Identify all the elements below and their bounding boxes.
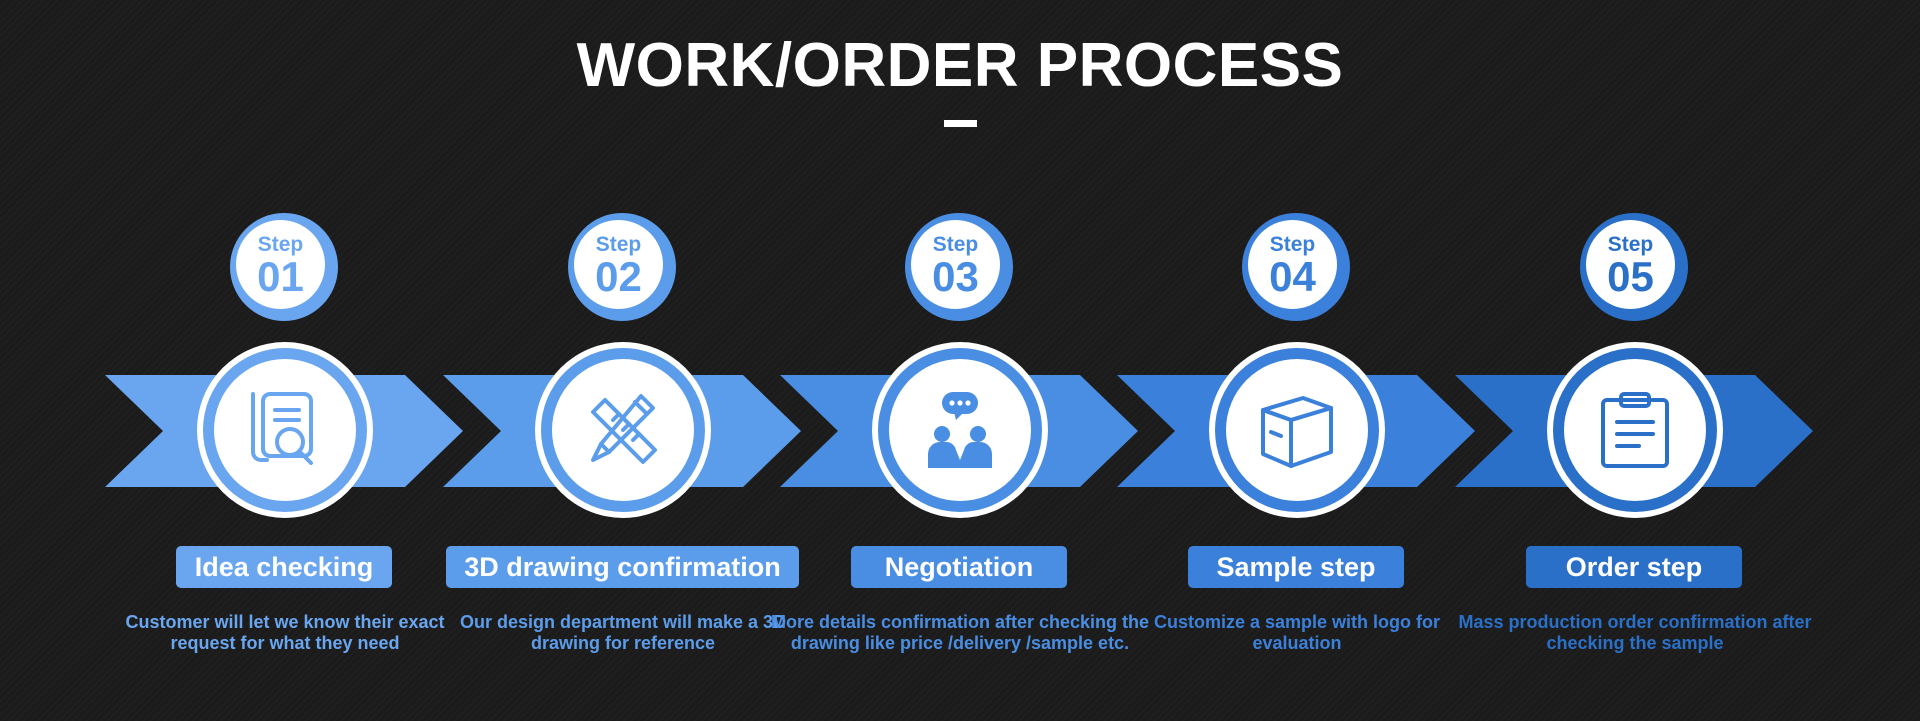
step-badge-2: Step 02 xyxy=(568,213,676,321)
package-box-icon xyxy=(1261,396,1333,468)
step-description-4: Customize a sample with logo for evaluat… xyxy=(1153,612,1441,653)
step-icon-circle-4 xyxy=(1209,342,1385,518)
step-badge-word: Step xyxy=(595,233,642,256)
step-label-2: 3D drawing confirmation xyxy=(446,546,799,588)
step-badge-word: Step xyxy=(257,233,304,256)
clipboard-icon xyxy=(1601,392,1669,468)
step-label-3: Negotiation xyxy=(851,546,1067,588)
step-badge-word: Step xyxy=(1607,233,1654,256)
page-title: WORK/ORDER PROCESS xyxy=(576,31,1344,100)
step-badge-1: Step 01 xyxy=(230,213,338,321)
step-icon-circle-5 xyxy=(1547,342,1723,518)
process-step-1: Step 01 Idea checking Customer will let … xyxy=(105,0,463,721)
step-description-3: More details confirmation after checking… xyxy=(770,612,1150,653)
step-badge-number: 01 xyxy=(257,253,304,300)
process-step-4: Step 04 Sample step Customize a sample w… xyxy=(1117,0,1475,721)
step-label-5: Order step xyxy=(1526,546,1742,588)
pencil-ruler-icon xyxy=(591,394,657,464)
document-search-icon xyxy=(251,392,313,465)
title-underline xyxy=(944,120,977,127)
step-badge-number: 05 xyxy=(1607,253,1654,300)
step-badge-3: Step 03 xyxy=(905,213,1013,321)
process-step-3: Step 03 Negotiation More details confirm… xyxy=(771,0,1149,721)
people-chat-icon xyxy=(928,392,992,468)
step-icon-circle-1 xyxy=(197,342,373,518)
step-badge-word: Step xyxy=(1269,233,1316,256)
step-badge-number: 03 xyxy=(932,253,979,300)
step-badge-number: 04 xyxy=(1269,253,1316,300)
step-description-5: Mass production order confirmation after… xyxy=(1458,612,1812,653)
step-badge-4: Step 04 xyxy=(1242,213,1350,321)
step-label-4: Sample step xyxy=(1188,546,1404,588)
step-description-1: Customer will let we know their exact re… xyxy=(125,612,445,653)
step-badge-5: Step 05 xyxy=(1580,213,1688,321)
process-step-5: Step 05 Order step Mass production order… xyxy=(1455,0,1813,721)
process-step-2: Step 02 3D drawing confirmation Our desi… xyxy=(443,0,801,721)
step-label-1: Idea checking xyxy=(176,546,392,588)
step-badge-number: 02 xyxy=(595,253,642,300)
step-description-2: Our design department will make a 3D dra… xyxy=(459,612,787,653)
step-icon-circle-2 xyxy=(535,342,711,518)
step-icon-circle-3 xyxy=(872,342,1048,518)
step-badge-word: Step xyxy=(932,233,979,256)
